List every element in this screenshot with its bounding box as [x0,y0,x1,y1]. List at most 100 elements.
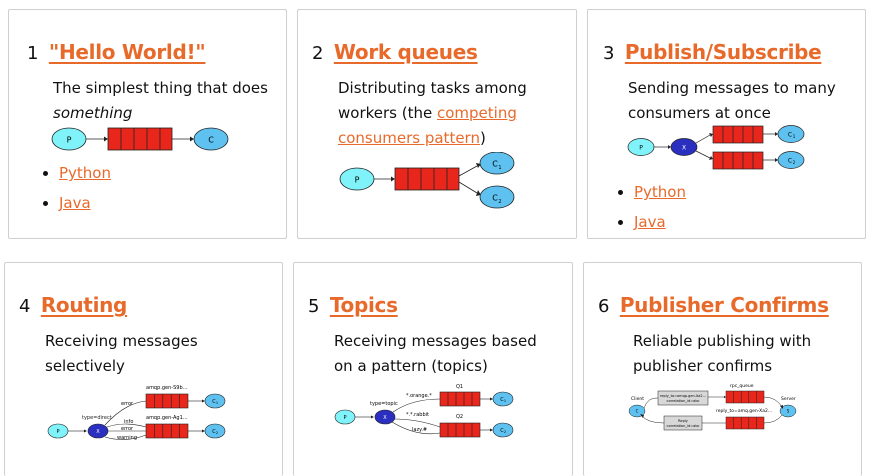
card-number: 5 [308,296,320,317]
link-java[interactable]: Java [59,194,91,212]
card-description: Receiving messages selectively [45,329,198,379]
queue-name: Q2 [456,414,463,420]
consumers-pattern-link[interactable]: consumers pattern [338,129,480,147]
card-description: Sending messages to many consumers at on… [628,76,836,126]
card-description: The simplest thing that does something [53,76,268,126]
queue-1 [712,125,764,144]
list-item: Python [59,163,111,193]
title-link-publisher-confirms[interactable]: Publisher Confirms [619,293,829,317]
rpc-queue-label: rpc_queue [730,383,754,389]
producer-label: P [639,145,643,152]
consumer-label: C [788,132,792,139]
list-item: Java [634,212,686,238]
list-item: Python [634,182,686,212]
queue [107,127,173,151]
client-node [628,404,646,418]
description-text: ) [479,129,486,147]
client-node-label: C [636,409,639,414]
consumer-node-1 [204,393,226,409]
description-line-emphasis: something [53,104,133,122]
consumer-node [193,127,229,151]
reply-box-line: Reply [678,419,688,423]
binding-label: lazy.# [412,427,427,433]
queue-name: amqp.gen-S9b... [146,385,188,391]
language-links: Python Java [59,163,111,223]
binding-label: error [121,401,134,407]
consumer-subscript: 1 [498,165,501,171]
tutorial-card-4: 4 Routing Receiving messages selectively… [4,262,283,476]
description-line: Receiving messages [45,332,198,350]
binding-label: info [124,419,133,425]
consumer-label: C [492,194,498,203]
language-links: Python Java [634,182,686,238]
producer-label: P [67,136,72,145]
title-link-topics[interactable]: Topics [329,293,398,317]
request-box-line: reply_to=amqp.gen-Xa2... [660,394,706,398]
consumer-subscript: 1 [793,134,796,139]
queue-name: Q1 [456,384,463,390]
card-number: 2 [312,43,324,64]
reply-box-line: correlation_id=abc [667,424,700,428]
link-python[interactable]: Python [59,164,111,182]
description-line: publisher confirms [633,357,773,375]
request-box-line: correlation_id=abc [667,399,700,403]
server-label: Server [781,396,796,402]
producer-label: P [56,429,59,435]
description-line: consumers at once [628,104,771,122]
exchange-type-label: type=topic [370,401,398,407]
consumer-node-2 [777,151,805,169]
consumer-label: C [500,428,504,434]
card-title: 2 Work queues [312,40,478,64]
arrow [458,181,478,194]
server-node-label: S [787,409,790,414]
title-link-publish-subscribe[interactable]: Publish/Subscribe [624,40,822,64]
description-line: Receiving messages based [334,332,537,350]
consumer-node-2 [492,422,514,438]
diagram-work-queues: P C 1 C 2 [339,152,515,209]
consumer-node-2 [479,185,515,209]
description-line: Reliable publishing with [633,332,812,350]
title-link-hello-world[interactable]: "Hello World!" [48,40,206,64]
tutorial-card-3: 3 Publish/Subscribe Sending messages to … [587,9,866,239]
card-description: Reliable publishing with publisher confi… [633,329,811,379]
card-title: 3 Publish/Subscribe [603,40,822,64]
reply-queue-label: reply_to=amq.gen-Xa2... [716,408,772,414]
link-java[interactable]: Java [634,213,666,231]
title-link-routing[interactable]: Routing [40,293,128,317]
link-python[interactable]: Python [634,183,686,201]
card-description: Receiving messages based on a pattern (t… [334,329,537,379]
diagram-publish-subscribe: P X C 1 C 2 [627,125,805,170]
consumer-subscript: 2 [216,431,218,435]
description-line: Distributing tasks among [338,79,527,97]
card-description: Distributing tasks among workers (the co… [338,76,527,151]
arrow [458,165,478,177]
exchange-label: X [96,429,100,435]
producer-label: P [343,415,346,421]
reply-queue [725,416,765,430]
diagram-topics: P X type=topic *.orange.* *.*.rabbit laz… [334,384,514,438]
binding-label: *.orange.* [406,393,432,399]
consumer-label: C [212,429,216,435]
tutorial-card-1: 1 "Hello World!" The simplest thing that… [8,9,287,239]
card-title: 6 Publisher Confirms [598,293,829,317]
queue-2 [439,422,481,438]
consumer-node-2 [204,423,226,439]
consumer-subscript: 1 [504,399,506,403]
description-line: selectively [45,357,125,375]
card-title: 1 "Hello World!" [27,40,206,64]
title-link-work-queues[interactable]: Work queues [333,40,478,64]
consumer-node-1 [479,152,515,175]
binding-label: error [121,426,134,432]
card-number: 1 [27,43,39,64]
competing-link[interactable]: competing [436,104,517,122]
client-label: Client [631,396,644,402]
rpc-queue [725,390,765,404]
card-title: 4 Routing [19,293,127,317]
consumer-label: C [492,160,498,169]
queue-1 [439,391,481,407]
consumer-label: C [788,158,792,165]
consumer-subscript: 1 [216,401,218,405]
exchange-type-label: type=direct [82,415,112,421]
queue-1 [145,393,189,409]
binding-label: *.*.rabbit [406,412,429,418]
